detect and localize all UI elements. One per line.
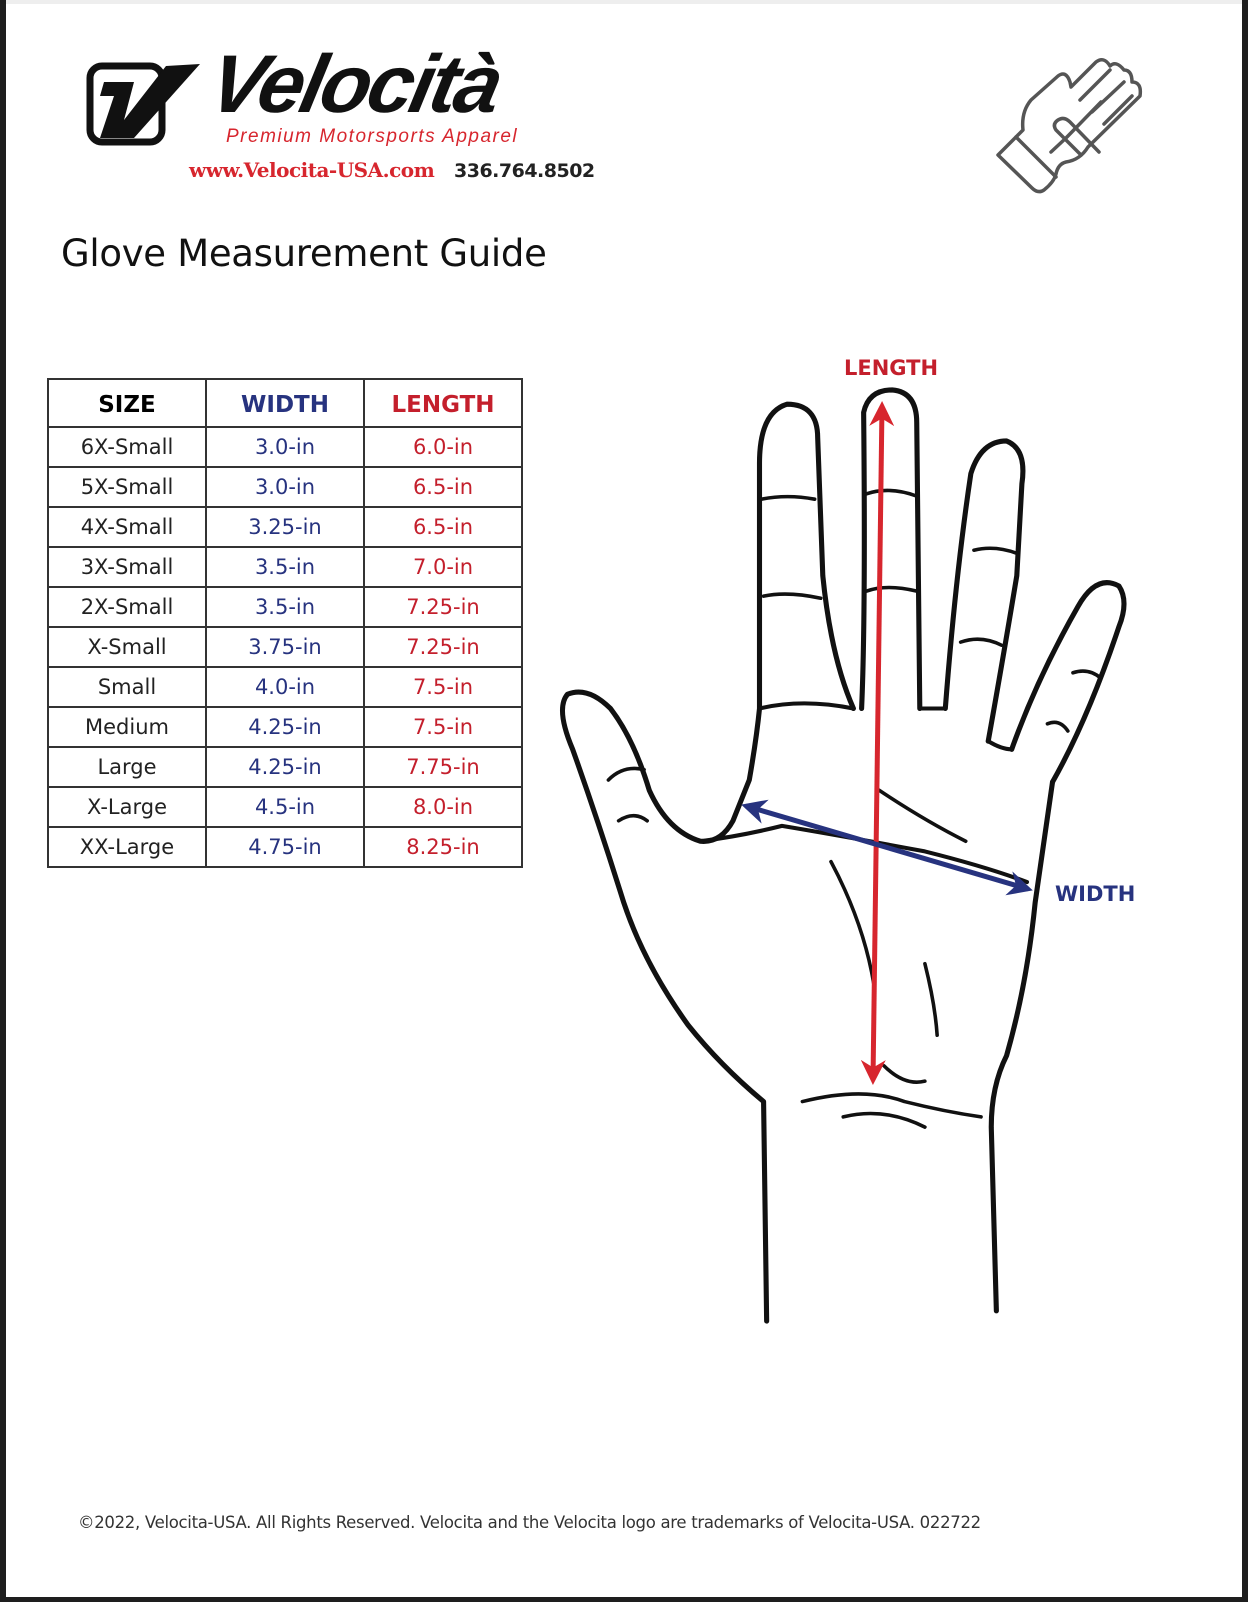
width-cell: 3.25-in bbox=[205, 506, 365, 548]
width-cell: 3.5-in bbox=[205, 546, 365, 588]
width-cell: 3.75-in bbox=[205, 626, 365, 668]
size-cell: Medium bbox=[47, 706, 207, 748]
width-cell: 4.25-in bbox=[205, 706, 365, 748]
size-cell: Small bbox=[47, 666, 207, 708]
width-cell: 3.5-in bbox=[205, 586, 365, 628]
phone-number: 336.764.8502 bbox=[454, 160, 595, 182]
length-cell: 8.25-in bbox=[363, 826, 523, 868]
table-header-row: SIZE WIDTH LENGTH bbox=[47, 378, 523, 428]
size-cell: 2X-Small bbox=[47, 586, 207, 628]
size-cell: 3X-Small bbox=[47, 546, 207, 588]
page: Velocità Premium Motorsports Apparel www… bbox=[6, 0, 1242, 1597]
length-cell: 6.5-in bbox=[363, 506, 523, 548]
length-cell: 7.0-in bbox=[363, 546, 523, 588]
size-cell: X-Small bbox=[47, 626, 207, 668]
size-cell: XX-Large bbox=[47, 826, 207, 868]
width-cell: 3.0-in bbox=[205, 426, 365, 468]
header-length: LENGTH bbox=[363, 378, 523, 428]
width-cell: 4.5-in bbox=[205, 786, 365, 828]
tagline: Premium Motorsports Apparel bbox=[226, 126, 519, 147]
hand-outline bbox=[559, 387, 1127, 1324]
width-cell: 3.0-in bbox=[205, 466, 365, 508]
length-cell: 7.25-in bbox=[363, 626, 523, 668]
length-cell: 7.5-in bbox=[363, 706, 523, 748]
length-cell: 6.0-in bbox=[363, 426, 523, 468]
width-cell: 4.25-in bbox=[205, 746, 365, 788]
length-cell: 8.0-in bbox=[363, 786, 523, 828]
length-arrow bbox=[860, 401, 895, 1085]
page-title: Glove Measurement Guide bbox=[61, 232, 547, 275]
length-cell: 6.5-in bbox=[363, 466, 523, 508]
size-cell: 4X-Small bbox=[47, 506, 207, 548]
size-cell: X-Large bbox=[47, 786, 207, 828]
glove-icon bbox=[996, 58, 1143, 194]
copyright-footer: ©2022, Velocita-USA. All Rights Reserved… bbox=[78, 1513, 981, 1532]
hand-measurement-diagram bbox=[559, 387, 1127, 1324]
length-cell: 7.5-in bbox=[363, 666, 523, 708]
website-link[interactable]: www.Velocita-USA.com bbox=[189, 158, 435, 182]
velocita-logo-mark bbox=[86, 62, 200, 146]
length-label: LENGTH bbox=[844, 356, 939, 380]
width-label: WIDTH bbox=[1055, 882, 1136, 906]
width-cell: 4.0-in bbox=[205, 666, 365, 708]
size-cell: 5X-Small bbox=[47, 466, 207, 508]
length-cell: 7.25-in bbox=[363, 586, 523, 628]
size-cell: Large bbox=[47, 746, 207, 788]
header-size: SIZE bbox=[47, 378, 207, 428]
width-arrow bbox=[741, 799, 1033, 896]
width-cell: 4.75-in bbox=[205, 826, 365, 868]
length-cell: 7.75-in bbox=[363, 746, 523, 788]
header-width: WIDTH bbox=[205, 378, 365, 428]
size-cell: 6X-Small bbox=[47, 426, 207, 468]
